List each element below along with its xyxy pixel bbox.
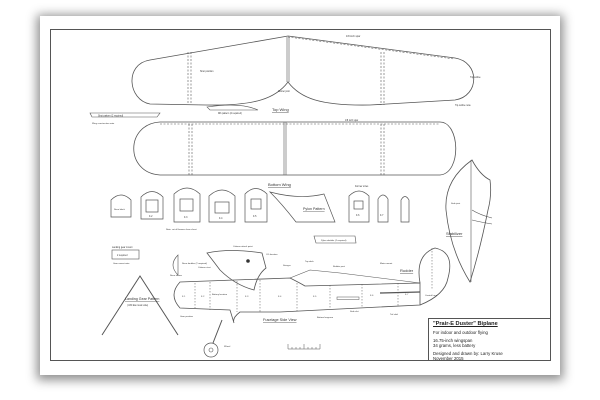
bottom-longeron-label: Bottom longeron <box>317 316 334 319</box>
former-f4 <box>208 189 236 223</box>
former-f4-fuse-label: F-4 <box>278 296 282 298</box>
bottom-wing <box>133 121 457 176</box>
former-f2-label: F-2 <box>149 216 153 218</box>
former-f6 <box>348 190 370 223</box>
scale-ruler <box>287 344 321 350</box>
landing-gear-pattern <box>101 275 179 336</box>
rib-pattern <box>206 104 259 111</box>
spec-wingspan: 16.75-inch wingspan <box>433 338 473 343</box>
former-f3 <box>173 187 201 223</box>
plan-date: November 2015 <box>433 356 464 361</box>
former-f7 <box>377 194 389 223</box>
former-f6-fuse-label: F-6 <box>370 295 374 297</box>
former-f6-label: F-6 <box>356 215 360 217</box>
top-spar-label: 1/8 inch spar <box>346 35 360 38</box>
former-f5-fuse-label: F-5 <box>313 296 317 298</box>
stringer-label: Stringer <box>283 264 291 267</box>
control-horn-label: Control horn <box>425 294 438 297</box>
formers <box>110 187 410 223</box>
rudder-post-label: Rudder post <box>333 265 345 268</box>
wing-note: Wing construction note <box>92 122 115 125</box>
rudder-label: Rudder <box>400 268 414 273</box>
landing-gear-mount-box <box>111 249 140 260</box>
bottom-wing-label: Bottom Wing <box>268 182 291 187</box>
nose-former-note: Nose former <box>170 274 182 277</box>
former-f8 <box>400 196 410 223</box>
wheel-outer <box>203 342 219 358</box>
wheel-hub <box>208 347 214 353</box>
pylon-pattern <box>268 191 336 223</box>
battery-label: Battery location <box>212 293 228 296</box>
center-joint-label: Center joint <box>278 90 290 93</box>
drawing-frame <box>50 29 551 361</box>
stabilizer-label: Stabilizer <box>446 231 463 236</box>
cabane-attach-label: Cabane attach point <box>233 245 253 248</box>
former-f2-fuse-label: F-2 <box>201 296 205 298</box>
top-deck-label: Top deck <box>305 261 315 263</box>
pylon-doubler <box>313 235 357 244</box>
strut-position-label: Strut position <box>200 70 214 73</box>
top-wing <box>131 35 475 106</box>
landing-gear-mount-sub: Gear mount note <box>113 262 130 265</box>
landing-gear-label: Landing Gear Pattern <box>125 297 159 301</box>
former-f4-label: F-4 <box>219 218 223 220</box>
landing-gear-mount-label: Landing gear mount <box>112 246 133 249</box>
tip-note-2: Tip outline note <box>455 104 471 107</box>
strut-pattern <box>89 112 161 118</box>
cg-icon <box>246 259 250 263</box>
wheel-label: Wheel <box>224 346 231 348</box>
plan-subtitle: For indoor and outdoor flying <box>433 330 488 335</box>
rib-pattern-label: Rib pattern (2 required) <box>218 112 242 115</box>
bottom-spar-label: 1/8 inch spar <box>345 119 358 122</box>
cabane-note: Cabane strut <box>198 266 211 269</box>
landing-gear-mount-box-label: 2 required <box>117 254 128 257</box>
former-f7-label: F-7 <box>380 215 384 217</box>
former-nose <box>110 194 132 218</box>
former-f5-label: F-5 <box>253 216 257 218</box>
former-f3-label: F-3 <box>184 217 188 219</box>
gear-leg <box>212 319 223 344</box>
former-f7-fuse-label: F-7 <box>405 294 409 296</box>
cg-label: CG location <box>266 253 278 256</box>
landing-gear-note: (.030 dia music wire) <box>127 304 148 307</box>
former-f2 <box>140 191 164 220</box>
nose-former-label: Nose block <box>114 209 126 211</box>
pylon-doubler-label: Pylon doubler (2 required) <box>321 239 347 242</box>
nose-doubler <box>172 254 179 276</box>
designer: Designed and drawn by: Larry Kruse <box>433 351 503 356</box>
former-f5 <box>244 188 268 223</box>
former-f3-fuse-label: F-3 <box>245 296 249 298</box>
fuselage-side-view <box>173 247 451 324</box>
spec-weight: 34 grams, less battery <box>433 343 476 348</box>
pylon-label: Pylon Pattern <box>303 207 325 211</box>
former-f1-label: F-1 <box>182 296 186 298</box>
fuselage-label: Fuselage Side View <box>263 318 297 322</box>
strut-pattern-label: Strut pattern (2 required) <box>98 114 123 117</box>
nose-doubler-label: Nose doubler (2 required) <box>182 262 207 265</box>
tip-note: Tip outline <box>470 76 481 79</box>
stabilizer <box>445 159 493 283</box>
gear-position-label: Gear position <box>180 315 194 318</box>
former-sizes-label: Former sizes <box>355 185 369 188</box>
title-block: "Prair-E Duster" Biplane For indoor and … <box>428 318 551 361</box>
tail-skid-label: Tail skid <box>390 314 399 316</box>
stab-note: Stab joint <box>451 202 461 205</box>
plan-title: "Prair-E Duster" Biplane <box>433 321 498 327</box>
formers-note: Note: cut all formers from sheet <box>166 228 197 231</box>
stab-slot-label: Stab slot <box>350 310 359 313</box>
motor-mount-label: Motor mount <box>380 262 393 265</box>
top-wing-label: Top Wing <box>272 107 289 112</box>
